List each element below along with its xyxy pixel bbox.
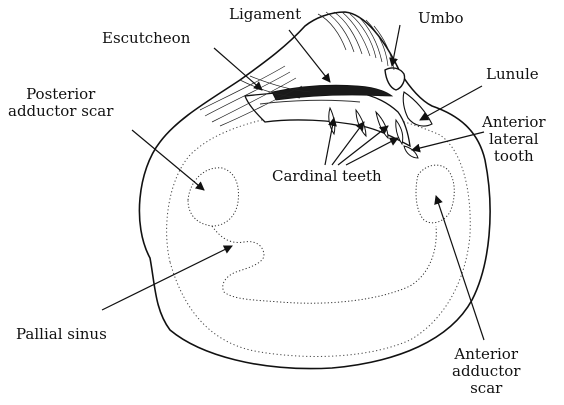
- cardinal-teeth-label: Cardinal teeth: [272, 168, 382, 185]
- anterior-adductor-scar-line-1: Anterior: [452, 346, 520, 363]
- pallial-sinus-label: Pallial sinus: [16, 326, 107, 343]
- anterior-adductor-scar-label: Anterior adductor scar: [452, 346, 520, 397]
- ligament-label: Ligament: [229, 6, 301, 23]
- anterior-lateral-tooth-line-3: tooth: [482, 148, 546, 165]
- umbo-arrow: [392, 25, 400, 66]
- umbo-label: Umbo: [418, 10, 464, 27]
- anterior-lateral-tooth-line-2: lateral: [482, 131, 546, 148]
- anterior-adductor-scar-line-2: adductor: [452, 363, 520, 380]
- anterior-lateral-tooth-label: Anterior lateral tooth: [482, 114, 546, 165]
- lunule-label: Lunule: [486, 66, 539, 83]
- anterior-adductor-scar-line-3: scar: [452, 380, 520, 397]
- escutcheon-label: Escutcheon: [102, 30, 190, 47]
- posterior-adductor-scar-line-2: adductor scar: [8, 103, 113, 120]
- posterior-adductor-scar-line-1: Posterior: [8, 86, 113, 103]
- posterior-adductor-scar-label: Posterior adductor scar: [8, 86, 113, 120]
- anterior-lateral-tooth-line-1: Anterior: [482, 114, 546, 131]
- shell-outline: [139, 12, 490, 369]
